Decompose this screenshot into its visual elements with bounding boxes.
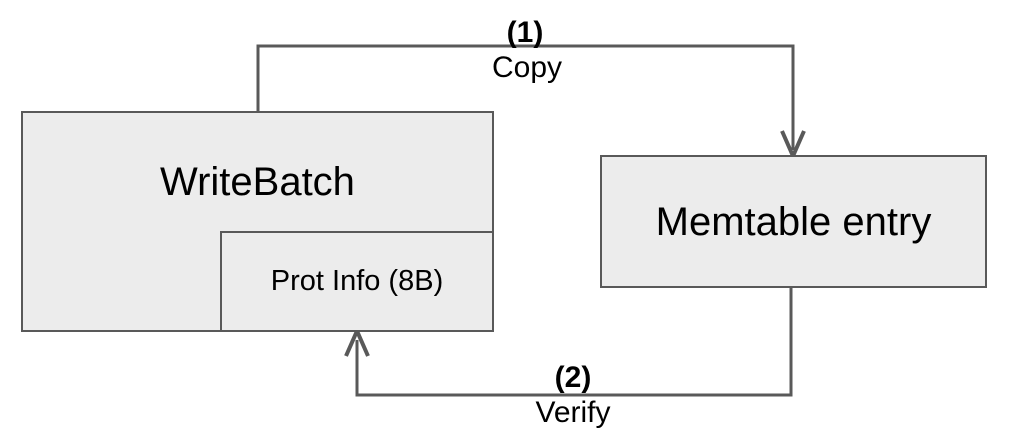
edge-verify-number: (2) xyxy=(554,361,592,394)
node-memtable-entry-label: Memtable entry xyxy=(655,199,932,244)
node-memtable-entry[interactable]: Memtable entry xyxy=(600,155,987,288)
edge-copy-label: Copy xyxy=(491,51,563,84)
edge-verify-path xyxy=(355,288,793,397)
node-prot-info[interactable]: Prot Info (8B) xyxy=(220,231,494,332)
node-writebatch-label: WriteBatch xyxy=(160,160,355,204)
edge-copy-path xyxy=(256,44,795,150)
edge-verify-label: Verify xyxy=(535,396,611,429)
edge-copy-number: (1) xyxy=(506,16,544,49)
node-prot-info-label: Prot Info (8B) xyxy=(270,265,444,297)
